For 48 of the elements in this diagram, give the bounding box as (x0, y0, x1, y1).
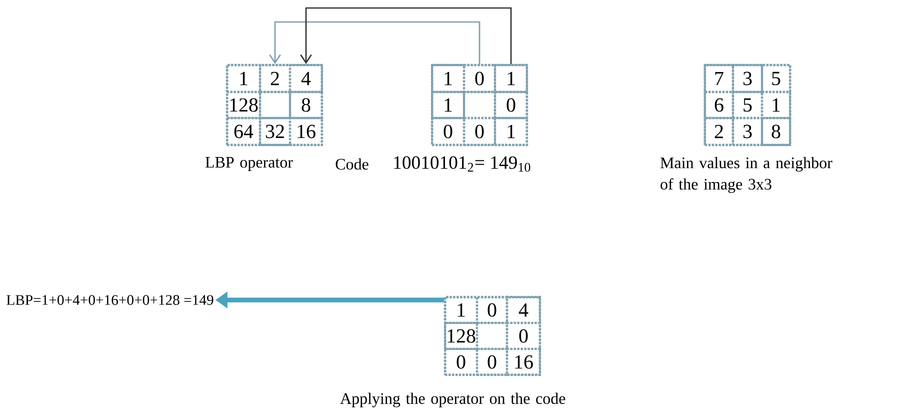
grid-cell: 3 (732, 64, 764, 94)
grid-cell: 8 (288, 90, 324, 120)
grid-cell: 3 (732, 116, 764, 146)
grid-cell: 5 (732, 90, 764, 120)
grid-cell: 4 (506, 296, 542, 324)
grid-box (226, 64, 323, 146)
grid-cell: 1 (494, 116, 528, 146)
grid-cell: 2 (704, 116, 734, 146)
grid-cell: 32 (258, 116, 292, 146)
grid-cell: 1 (444, 296, 478, 324)
arrow (269, 21, 480, 64)
node-label: Applying the operator on the code (340, 392, 566, 408)
empty-cell (258, 90, 292, 120)
grid-cell: 2 (258, 64, 292, 94)
grid-cell: 0 (462, 64, 496, 94)
arrow (300, 7, 512, 64)
node-label: Main values in a neighbor of the image 3x3 (660, 157, 832, 193)
grid-box (431, 64, 528, 146)
grid-cell: 4 (288, 64, 324, 94)
grid-cell: 5 (760, 64, 792, 94)
grid-cell: 8 (760, 116, 792, 146)
grid-cell: 6 (704, 90, 734, 120)
grid-cell: 0 (462, 116, 496, 146)
grid-cell: 0 (506, 322, 542, 350)
grid-cell: 64 (226, 116, 262, 146)
grid-cell: 0 (444, 348, 478, 376)
grid-box (704, 64, 792, 146)
grid-box (444, 296, 541, 376)
node-label: LBP operator (205, 157, 293, 171)
grid-cell: 128 (444, 322, 478, 350)
grid-cell: 0 (494, 90, 528, 120)
grid-cell: 1 (430, 90, 466, 120)
empty-cell (462, 90, 496, 120)
grid-cell: 0 (476, 348, 508, 376)
grid-cell: 1 (226, 64, 262, 94)
grid-cell: 1 (430, 64, 466, 94)
grid-cell: 1 (760, 90, 792, 120)
empty-cell (476, 322, 508, 350)
code-label: Code (336, 158, 368, 170)
grid-cell: 7 (704, 64, 734, 94)
grid-cell: 16 (288, 116, 324, 146)
grid-cell: 0 (430, 116, 466, 146)
formula-text: LBP=1+0+4+0+16+0+0+128 =149 (6, 295, 214, 305)
code-formula: 10010101$_{2}$= 149$_{10}$ (394, 156, 530, 172)
grid-cell: 128 (226, 90, 262, 120)
grid-cell: 16 (506, 348, 542, 376)
grid-cell: 0 (476, 296, 508, 324)
grid-cell: 1 (494, 64, 528, 94)
